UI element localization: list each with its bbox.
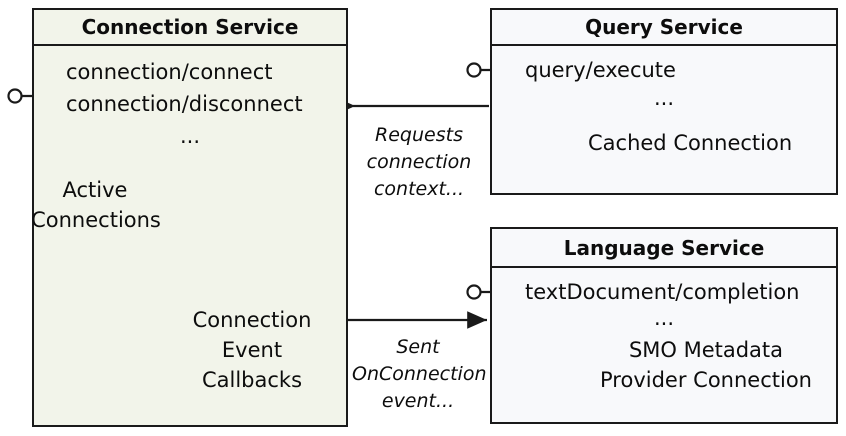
language-service-interface-ellipsis: ...: [653, 306, 675, 330]
smo-metadata-label-line-1: SMO Metadata: [628, 338, 784, 362]
connection-event-callbacks-label-line-1: Connection: [192, 308, 312, 332]
language-service-interface-completion: textDocument/completion: [525, 280, 800, 304]
connection-service-interface-disconnect: connection/disconnect: [66, 92, 303, 116]
connection-service-interface-connect: connection/connect: [66, 60, 273, 84]
connector-label-requests-line-1: Requests: [375, 124, 463, 146]
connector-label-sent-line-1: Sent: [396, 336, 440, 358]
query-service-interface-execute: query/execute: [525, 58, 676, 82]
query-service-interface-ellipsis: ...: [653, 86, 675, 110]
component-language-service[interactable]: Language Service: [490, 227, 838, 424]
cached-connection-label: Cached Connection: [588, 131, 793, 155]
connection-event-callbacks-label-line-2: Event: [221, 338, 283, 362]
query-service-title: Query Service: [492, 10, 836, 46]
connection-service-title: Connection Service: [34, 10, 346, 46]
component-query-service[interactable]: Query Service: [490, 8, 838, 195]
language-service-title: Language Service: [492, 229, 836, 268]
smo-metadata-label-line-2: Provider Connection: [600, 368, 812, 392]
active-connections-label-line-2: Connections: [31, 208, 161, 232]
connector-label-sent-line-2: OnConnection: [352, 363, 487, 385]
connector-label-requests-line-3: context...: [373, 178, 465, 200]
active-connections-label-line-1: Active: [62, 178, 128, 202]
component-connection-service[interactable]: Connection Service: [32, 8, 348, 427]
connection-service-interface-ellipsis: ...: [179, 124, 201, 148]
connector-label-sent-line-3: event...: [381, 390, 455, 412]
connection-event-callbacks-label-line-3: Callbacks: [201, 368, 303, 392]
connector-label-requests-line-2: connection: [366, 151, 472, 173]
